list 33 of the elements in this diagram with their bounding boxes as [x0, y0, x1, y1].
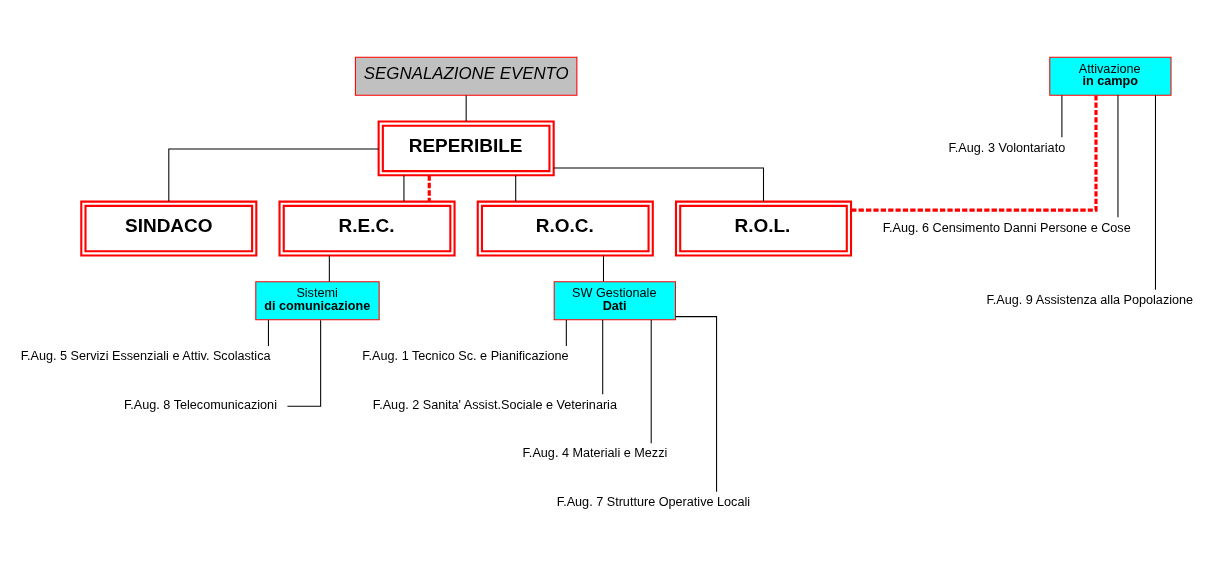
connector: [1154, 94, 1156, 290]
connector: [267, 318, 269, 347]
node-text: F.Aug. 1 Tecnico Sc. e Pianificazione: [362, 348, 569, 363]
connector: [553, 166, 765, 202]
node-text: F.Aug. 6 Censimento Danni Persone e Cose: [882, 220, 1131, 235]
node-text: F.Aug. 4 Materiali e Mezzi: [522, 445, 668, 460]
connector: [168, 147, 380, 202]
connector: [515, 174, 517, 202]
connector: [427, 175, 431, 201]
node-box: Attivazione in campo: [1049, 56, 1172, 96]
connector: [602, 319, 604, 395]
connector: [328, 254, 330, 282]
node-text: F.Aug. 8 Telecomunicazioni: [123, 397, 277, 412]
node-text: F.Aug. 3 Volontariato: [948, 140, 1066, 155]
node-text: F.Aug. 9 Assistenza alla Popolazione: [986, 292, 1194, 307]
node-box: SINDACO: [80, 200, 258, 256]
connector: [286, 319, 322, 407]
connector: [465, 94, 467, 122]
connector: [851, 94, 1098, 212]
node-box: R.O.L.: [674, 200, 853, 256]
connector: [650, 318, 652, 444]
node-box: R.E.C.: [278, 200, 456, 256]
node-text: F.Aug. 5 Servizi Essenziali e Attiv. Scolastica: [20, 348, 271, 363]
node-text: F.Aug. 7 Strutture Operative Locali: [556, 494, 751, 509]
connector: [602, 254, 604, 282]
node-box: Sistemi di comunicazione: [255, 280, 380, 320]
node-box: R.O.C.: [476, 200, 654, 256]
node-box: SW Gestionale Dati: [553, 280, 676, 320]
node-box: REPERIBILE: [377, 120, 555, 176]
node-box: SEGNALAZIONE EVENTO: [354, 56, 578, 96]
node-text: F.Aug. 2 Sanita' Assist.Sociale e Veterinaria: [372, 397, 617, 412]
connector: [674, 315, 718, 492]
connector: [565, 318, 567, 347]
